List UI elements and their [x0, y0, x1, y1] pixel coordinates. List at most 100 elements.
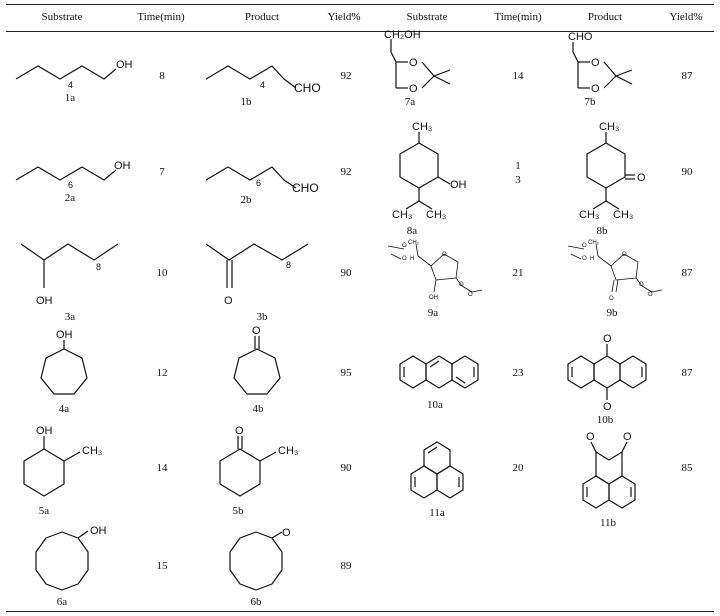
structure-9a	[387, 243, 483, 293]
yield-10: 87	[681, 367, 693, 379]
time-10: 23	[512, 367, 524, 379]
atom-1a-n: 4	[68, 80, 73, 90]
atom-1a-oh: OH	[116, 59, 133, 71]
atom-10b-o2: O	[603, 401, 612, 413]
structure-10a	[399, 355, 479, 389]
label-4b: 4b	[253, 403, 265, 415]
yield-2: 92	[340, 166, 352, 178]
atom-9b-o3: O	[622, 252, 627, 258]
atom-7a-o2: O	[409, 83, 418, 95]
yield-1: 92	[340, 70, 352, 82]
atom-5a-ch3: CH₃	[82, 445, 102, 457]
label-11a: 11a	[429, 507, 445, 519]
atom-7b-o2: O	[591, 83, 600, 95]
atom-7a-ch2oh: CH₂OH	[384, 29, 421, 41]
label-2a: 2a	[65, 192, 76, 204]
label-3b: 3b	[257, 311, 269, 323]
label-9b: 9b	[607, 307, 619, 319]
atom-6b-o: O	[282, 527, 291, 539]
atom-4b-o: O	[252, 325, 261, 337]
label-11b: 11b	[600, 517, 617, 529]
label-7a: 7a	[405, 96, 416, 108]
atom-2a-n: 6	[68, 180, 73, 190]
atom-9a-o2: O	[402, 256, 407, 262]
atom-9a-o1: O	[402, 243, 407, 249]
header-substrate-left: Substrate	[41, 11, 83, 23]
atom-9b-ch2: CH₂	[588, 240, 600, 246]
atom-11b-o1: O	[586, 431, 595, 443]
structure-2a	[15, 166, 117, 181]
structure-5b	[219, 436, 277, 497]
atom-4a-oh: OH	[56, 329, 73, 341]
atom-2b-cho: CHO	[292, 181, 319, 195]
header-product-right: Product	[587, 11, 623, 23]
structure-10b	[567, 344, 647, 400]
structure-2b	[205, 166, 297, 189]
label-3a: 3a	[65, 311, 76, 323]
header-product-left: Product	[244, 11, 280, 23]
structure-7a	[390, 39, 451, 89]
atom-11b-o2: O	[623, 431, 632, 443]
structure-1b	[205, 65, 297, 89]
atom-1b-cho: CHO	[294, 81, 321, 95]
atom-9b-h: H	[590, 256, 594, 262]
time-2: 7	[159, 166, 165, 178]
yield-9: 87	[681, 267, 693, 279]
structure-7b	[572, 42, 633, 89]
atom-7b-cho: CHO	[568, 31, 593, 43]
atom-9a-ch2: CH₂	[408, 240, 420, 246]
time-8: 1 3	[515, 160, 521, 186]
atom-8b-ch3-a: CH₃	[579, 209, 599, 221]
structure-4b	[233, 336, 281, 395]
atom-7b-o1: O	[591, 57, 600, 69]
atom-9b-o: O	[609, 296, 614, 302]
yield-4: 95	[340, 367, 352, 379]
time-9: 21	[512, 267, 524, 279]
structure-3a	[20, 243, 119, 288]
time-7: 14	[512, 70, 524, 82]
label-6a: 6a	[57, 596, 68, 608]
label-8b: 8b	[597, 225, 609, 237]
header-time-right: Time(min)	[494, 11, 542, 23]
structure-8a	[399, 132, 451, 210]
header-substrate-right: Substrate	[406, 11, 448, 23]
atom-7a-o1: O	[409, 57, 418, 69]
structure-6a	[35, 530, 89, 591]
atom-8a-ch3: CH₃	[412, 121, 432, 133]
yield-5: 90	[340, 462, 352, 474]
atom-2a-oh: OH	[114, 160, 131, 172]
time-5: 14	[156, 462, 168, 474]
label-5a: 5a	[39, 505, 50, 517]
structure-1a	[15, 65, 117, 80]
label-10b: 10b	[597, 414, 614, 426]
atom-5b-o: O	[235, 425, 244, 437]
atom-5a-oh: OH	[36, 425, 53, 437]
header-rule	[6, 31, 714, 32]
atom-9a-o4: O	[459, 282, 464, 288]
yield-6: 89	[340, 560, 352, 572]
atom-9a-h: H	[410, 256, 414, 262]
yield-8: 90	[681, 166, 693, 178]
time-4: 12	[156, 367, 168, 379]
structure-6b	[229, 531, 283, 591]
structure-5a	[23, 436, 81, 497]
label-7b: 7b	[585, 96, 597, 108]
structure-4a	[40, 340, 88, 395]
header-yield-left: Yield%	[327, 11, 361, 23]
time-1: 8	[159, 70, 165, 82]
atom-10b-o1: O	[603, 333, 612, 345]
atom-3a-n: 8	[96, 262, 101, 272]
structure-9b	[567, 243, 663, 293]
atom-2b-n: 6	[256, 178, 261, 188]
table-bottom-rule	[6, 611, 714, 612]
label-1a: 1a	[65, 92, 76, 104]
reaction-table: Substrate Time(min) Product Yield% Subst…	[6, 4, 714, 612]
time-3: 10	[156, 267, 168, 279]
atom-9a-o3: O	[442, 252, 447, 258]
atom-9a-o5: O	[468, 292, 473, 298]
yield-3: 90	[340, 267, 352, 279]
yield-11: 85	[681, 462, 693, 474]
structure-11a	[410, 441, 464, 499]
label-1b: 1b	[241, 96, 253, 108]
label-6b: 6b	[251, 596, 263, 608]
